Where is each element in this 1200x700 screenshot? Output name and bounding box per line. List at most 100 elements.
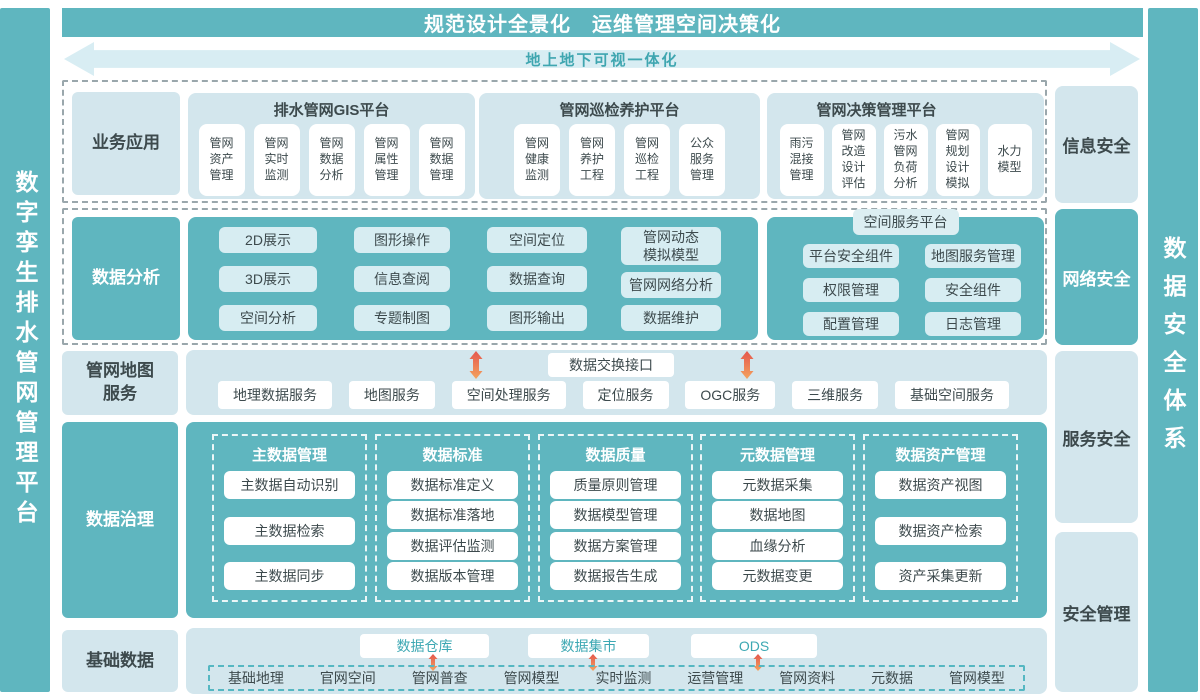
analysis-item: 管网动态 模拟模型: [621, 227, 721, 265]
app-item: 管网 数据 管理: [418, 124, 465, 196]
app-item: 雨污 混接 管理: [779, 124, 824, 196]
app-item: 管网 规划 设计 模拟: [935, 124, 980, 196]
row-label-analysis: 数据分析: [72, 217, 180, 340]
map-service-panel: 数据交换接口 地理数据服务 地图服务 空间处理服务 定位服务 OGC服务 三维服…: [186, 350, 1047, 415]
app-item: 污水 管网 负荷 分析: [883, 124, 928, 196]
gov-col-data-quality: 数据质量 质量原则管理 数据模型管理 数据方案管理 数据报告生成: [538, 434, 693, 602]
gov-col-data-standard: 数据标准 数据标准定义 数据标准落地 数据评估监测 数据版本管理: [375, 434, 530, 602]
platform-gis: 排水管网GIS平台 管网 资产 管理 管网 实时 监测 管网 数据 分析 管网 …: [188, 93, 475, 199]
spatial-item: 权限管理: [803, 278, 899, 302]
security-management: 安全管理: [1055, 532, 1138, 692]
analysis-row: 数据分析 2D展示 3D展示 空间分析 图形操作 信息查阅 专题制图 空间定位 …: [62, 208, 1047, 345]
source-item: 管网模型: [503, 670, 560, 686]
store-warehouse: 数据仓库: [360, 634, 489, 658]
analysis-panel: 2D展示 3D展示 空间分析 图形操作 信息查阅 专题制图 空间定位 数据查询 …: [188, 217, 758, 340]
spatial-item: 安全组件: [925, 278, 1021, 302]
source-item: 管网模型: [948, 670, 1005, 686]
source-item: 元数据: [871, 670, 914, 686]
governance-panel: 主数据管理 主数据自动识别 主数据检索 主数据同步 数据标准 数据标准定义 数据…: [186, 422, 1047, 618]
row-label-governance: 数据治理: [62, 422, 178, 618]
gov-item: 数据地图: [712, 501, 843, 530]
double-arrow-banner: 地上地下可视一体化: [64, 42, 1140, 76]
platform-inspection: 管网巡检养护平台 管网 健康 监测 管网 养护 工程 管网 巡检 工程 公众 服…: [479, 93, 760, 199]
security-info: 信息安全: [1055, 86, 1138, 203]
store-mart: 数据集市: [528, 634, 649, 658]
source-item: 基础地理: [227, 670, 284, 686]
app-item: 管网 养护 工程: [569, 124, 615, 196]
app-item: 管网 健康 监测: [514, 124, 560, 196]
row-label-map-service: 管网地图 服务: [62, 351, 178, 415]
left-banner-label: 数字孪生排水管网管理平台: [12, 170, 38, 530]
gov-col-title: 数据标准: [422, 447, 483, 464]
service-item: 空间处理服务: [451, 381, 566, 409]
analysis-item: 数据维护: [621, 305, 721, 331]
app-item: 管网 实时 监测: [253, 124, 300, 196]
gov-col-title: 元数据管理: [739, 447, 815, 464]
gov-col-data-asset: 数据资产管理 数据资产视图 数据资产检索 资产采集更新: [863, 434, 1018, 602]
service-item: OGC服务: [685, 381, 776, 409]
gov-item: 数据标准定义: [387, 471, 518, 499]
platform-inspection-title: 管网巡检养护平台: [559, 102, 680, 119]
security-service: 服务安全: [1055, 351, 1138, 523]
row-label-base-data: 基础数据: [62, 630, 178, 692]
exchange-arrow-icon: [740, 351, 754, 379]
platform-decision: 管网决策管理平台 雨污 混接 管理 管网 改造 设计 评估 污水 管网 负荷 分…: [767, 93, 1044, 199]
analysis-item: 图形输出: [487, 305, 587, 331]
platform-decision-title: 管网决策管理平台: [816, 102, 937, 119]
gov-item: 元数据采集: [712, 471, 843, 499]
gov-item: 数据报告生成: [550, 561, 681, 590]
arrow-banner-label: 地上地下可视一体化: [525, 51, 679, 69]
left-platform-banner: 数字孪生排水管网管理平台: [0, 8, 50, 692]
row-label-business: 业务应用: [72, 92, 180, 195]
spatial-col-left: 平台安全组件 权限管理 配置管理: [803, 244, 899, 336]
source-item: 运营管理: [687, 670, 744, 686]
gov-col-title: 数据资产管理: [895, 447, 986, 464]
security-network: 网络安全: [1055, 209, 1138, 345]
platform-decision-items: 雨污 混接 管理 管网 改造 设计 评估 污水 管网 负荷 分析 管网 规划 设…: [767, 124, 1044, 196]
business-row: 业务应用 排水管网GIS平台 管网 资产 管理 管网 实时 监测 管网 数据 分…: [62, 80, 1047, 203]
base-data-sources: 基础地理 官网空间 管网普查 管网模型 实时监测 运营管理 管网资料 元数据 管…: [208, 665, 1025, 691]
analysis-item: 专题制图: [354, 305, 450, 331]
spatial-col-right: 地图服务管理 安全组件 日志管理: [925, 244, 1021, 336]
analysis-item: 数据查询: [487, 266, 587, 292]
app-item: 管网 属性 管理: [363, 124, 410, 196]
data-exchange-box: 数据交换接口: [548, 353, 674, 377]
analysis-col-2: 图形操作 信息查阅 专题制图: [354, 227, 450, 331]
gov-col-master-data: 主数据管理 主数据自动识别 主数据检索 主数据同步: [212, 434, 367, 602]
spatial-item: 配置管理: [803, 312, 899, 336]
gov-item: 数据标准落地: [387, 501, 518, 530]
base-data-panel: 数据仓库 数据集市 ODS 基础地理 官网空间 管网普查 管网模型 实时监测 运…: [186, 628, 1047, 694]
gov-item: 质量原则管理: [550, 471, 681, 499]
analysis-item: 空间定位: [487, 227, 587, 253]
gov-item: 资产采集更新: [875, 562, 1006, 590]
map-service-items: 地理数据服务 地图服务 空间处理服务 定位服务 OGC服务 三维服务 基础空间服…: [218, 381, 1009, 409]
analysis-item: 2D展示: [219, 227, 317, 253]
spatial-service-title: 空间服务平台: [852, 209, 959, 235]
service-item: 地图服务: [348, 381, 435, 409]
store-ods: ODS: [691, 634, 817, 658]
platform-gis-items: 管网 资产 管理 管网 实时 监测 管网 数据 分析 管网 属性 管理 管网 数…: [188, 124, 475, 196]
gov-item: 数据资产视图: [875, 471, 1006, 499]
service-item: 定位服务: [582, 381, 669, 409]
analysis-item: 空间分析: [219, 305, 317, 331]
gov-item: 主数据检索: [224, 516, 355, 545]
spatial-item: 日志管理: [925, 312, 1021, 336]
gov-item: 数据版本管理: [387, 561, 518, 590]
gov-item: 数据资产检索: [875, 516, 1006, 545]
spatial-service-panel: 空间服务平台 平台安全组件 权限管理 配置管理 地图服务管理 安全组件 日志管理: [767, 209, 1044, 340]
analysis-col-4: 管网动态 模拟模型 管网网络分析 数据维护: [621, 227, 721, 331]
analysis-item: 3D展示: [219, 266, 317, 292]
gov-col-metadata: 元数据管理 元数据采集 数据地图 血缘分析 元数据变更: [700, 434, 855, 602]
analysis-item: 信息查阅: [354, 266, 450, 292]
service-item: 地理数据服务: [218, 381, 332, 409]
gov-item: 数据模型管理: [550, 501, 681, 530]
source-item: 实时监测: [595, 670, 652, 686]
analysis-item: 管网网络分析: [621, 272, 721, 298]
gov-col-title: 数据质量: [585, 447, 646, 464]
spatial-item: 平台安全组件: [803, 244, 899, 268]
page-title: 规范设计全景化 运维管理空间决策化: [62, 8, 1143, 37]
right-security-banner: 数据安全体系: [1148, 8, 1198, 692]
spatial-item: 地图服务管理: [925, 244, 1021, 268]
service-item: 基础空间服务: [894, 381, 1009, 409]
